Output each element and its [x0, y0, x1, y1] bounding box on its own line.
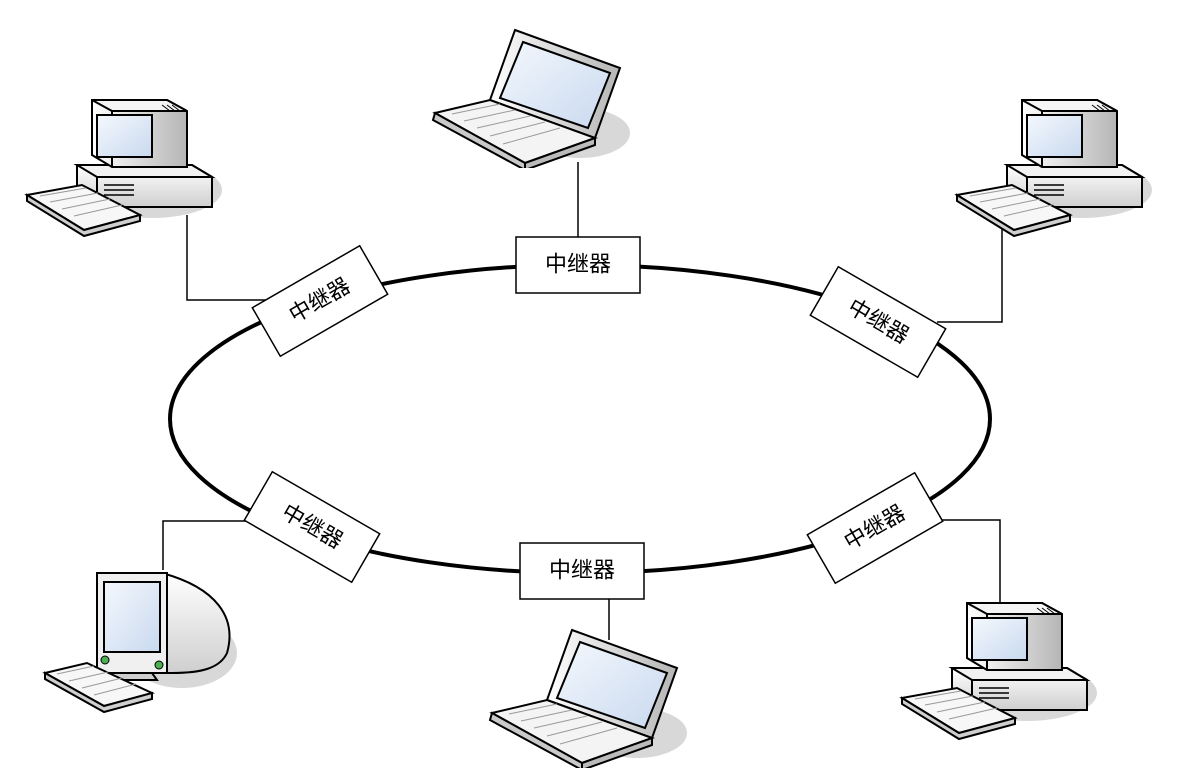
laptop-icon: [489, 629, 687, 768]
top-left-desktop[interactable]: [26, 99, 222, 237]
connection-lines: [162, 162, 1003, 640]
desktop-computer-icon: [26, 99, 222, 237]
repeater-top-right[interactable]: 中继器: [809, 265, 947, 379]
repeater-bottom[interactable]: 中继器: [519, 542, 645, 600]
repeater-label: 中继器: [545, 253, 611, 278]
repeater-top[interactable]: 中继器: [515, 236, 641, 294]
desktop-computer-icon: [901, 602, 1097, 740]
bottom-left-imac[interactable]: [44, 572, 238, 713]
repeater-top-left[interactable]: 中继器: [251, 244, 389, 358]
bottom-laptop[interactable]: [489, 629, 687, 770]
link-bottom-left: [162, 520, 250, 570]
repeater-label: 中继器: [549, 559, 615, 584]
desktop-computer-icon: [956, 99, 1152, 237]
repeater-bottom-left[interactable]: 中继器: [243, 470, 381, 584]
link-bottom-right: [938, 519, 1001, 605]
repeater-bottom-right[interactable]: 中继器: [806, 471, 944, 585]
top-laptop[interactable]: [432, 29, 630, 170]
bottom-right-desktop[interactable]: [901, 602, 1097, 740]
link-top-left: [186, 215, 268, 301]
laptop-icon: [432, 29, 630, 168]
link-top-right: [937, 225, 1003, 323]
all-in-one-computer-icon: [44, 572, 238, 713]
top-right-desktop[interactable]: [956, 99, 1152, 237]
